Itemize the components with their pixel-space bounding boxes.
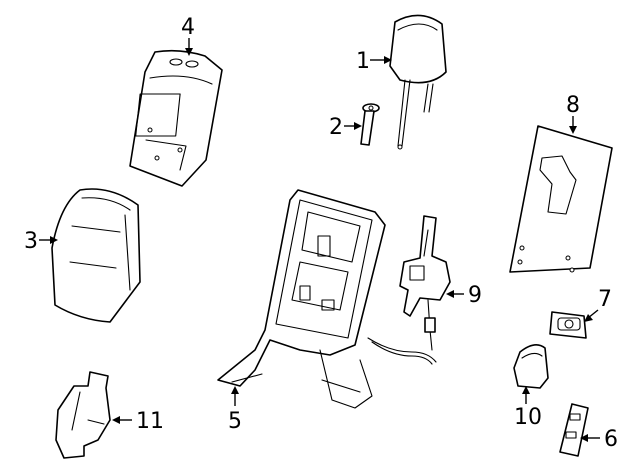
- callout-11: 11: [112, 409, 164, 434]
- part-6-strap[interactable]: [559, 403, 589, 457]
- part-5-frame[interactable]: [217, 189, 386, 409]
- part-10-trim[interactable]: [513, 344, 549, 389]
- part-11-hinge[interactable]: [55, 371, 111, 459]
- callout-2-label: 2: [329, 115, 343, 140]
- callout-3: 3: [24, 229, 58, 254]
- callout-7: 7: [584, 287, 612, 322]
- callout-1: 1: [356, 49, 392, 74]
- callout-2: 2: [329, 115, 362, 140]
- callout-5-label: 5: [228, 409, 242, 434]
- callout-10-label: 10: [514, 405, 542, 430]
- callout-11-label: 11: [136, 409, 164, 434]
- part-7-bezel[interactable]: [549, 311, 587, 339]
- callout-5: 5: [228, 386, 242, 434]
- callout-4: 4: [181, 15, 195, 56]
- part-1-headrest[interactable]: [389, 14, 447, 150]
- callout-9-label: 9: [468, 283, 482, 308]
- callout-4-label: 4: [181, 15, 195, 40]
- callout-8-label: 8: [566, 93, 580, 118]
- callout-10: 10: [514, 386, 542, 430]
- part-3-cushion[interactable]: [51, 188, 141, 323]
- part-9-latch[interactable]: [367, 215, 451, 365]
- callout-8: 8: [566, 93, 580, 134]
- callout-6: 6: [580, 427, 618, 452]
- callout-1-label: 1: [356, 49, 370, 74]
- callout-7-label: 7: [598, 287, 612, 312]
- callout-6-label: 6: [604, 427, 618, 452]
- part-2-guide[interactable]: [360, 103, 380, 146]
- callout-9: 9: [446, 283, 482, 308]
- part-8-panel[interactable]: [509, 125, 613, 273]
- callout-3-label: 3: [24, 229, 38, 254]
- part-4-cover[interactable]: [129, 49, 223, 187]
